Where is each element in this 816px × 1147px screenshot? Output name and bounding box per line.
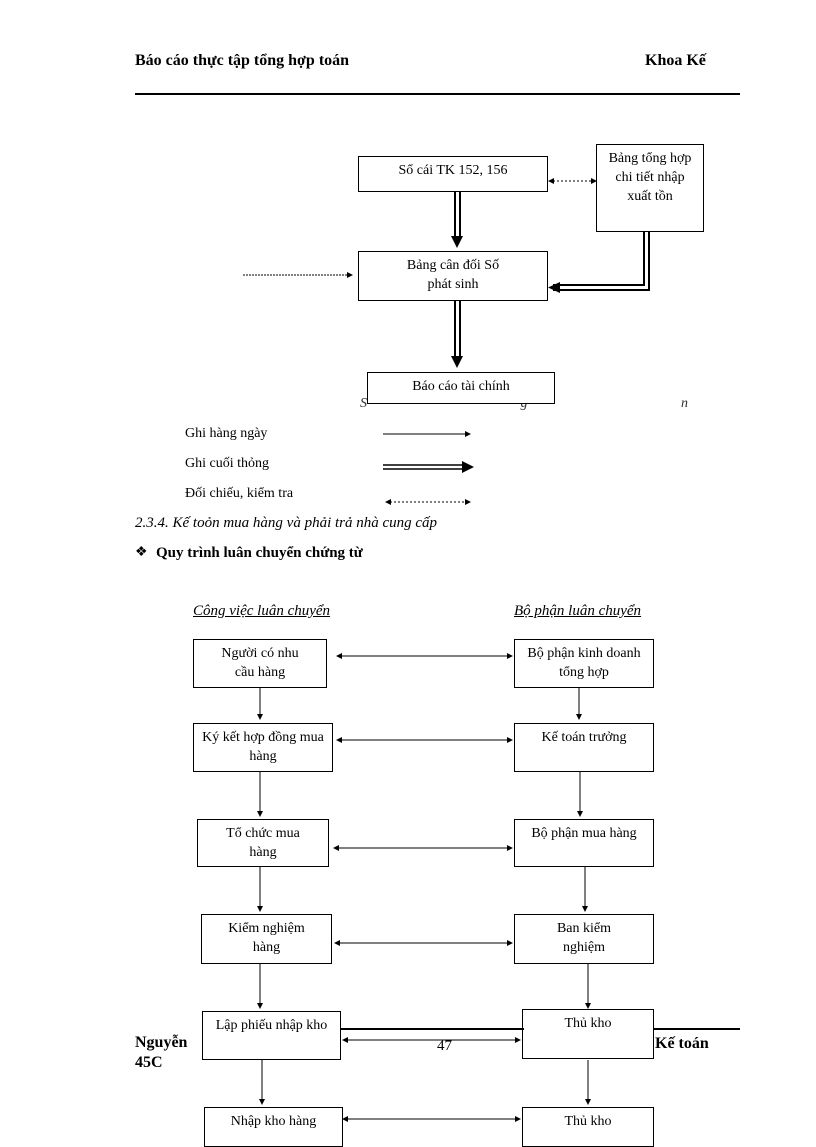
flow-left-label: Người có nhu cầu hàng (221, 646, 299, 680)
footer-right: Kế toán (655, 1035, 709, 1052)
flow-right-box: Kế toán trưởng (514, 723, 654, 772)
flow-left-label: Tổ chức mua hàng (226, 826, 300, 860)
flow-right-label: Thủ kho (564, 1016, 612, 1031)
diagram-connectors (243, 178, 650, 1122)
flow-left-box: Người có nhu cầu hàng (193, 639, 327, 688)
flow-right-label: Bộ phận mua hàng (531, 826, 637, 841)
flow-left-box: Ký kết hợp đồng mua hàng (193, 723, 333, 772)
flow-left-box: Tổ chức mua hàng (197, 819, 329, 867)
legend-daily: Ghi hàng ngày (185, 426, 268, 441)
header-right: Khoa Kế (645, 52, 706, 69)
ledger-label: Sổ cái TK 152, 156 (398, 163, 508, 178)
section-heading: 2.3.4. Kế toỏn mua hàng và phải trả nhà … (135, 515, 438, 531)
flow-right-label: Bộ phận kinh doanh tổng hợp (527, 646, 641, 680)
flow-right-box: Bộ phận kinh doanh tổng hợp (514, 639, 654, 688)
balance-box: Bảng cân đối Số phát sinh (358, 251, 548, 301)
subheading: Quy trình luân chuyển chứng từ (156, 545, 363, 561)
flow-right-label: Ban kiểm nghiệm (556, 921, 612, 955)
summary-box: Bảng tổng hợp chi tiết nhập xuất tồn (596, 144, 704, 232)
footer-rule (654, 1028, 740, 1030)
balance-label: Bảng cân đối Số phát sinh (406, 258, 500, 292)
flow-left-label: Nhập kho hàng (230, 1114, 317, 1129)
header-left: Báo cáo thực tập tổng hợp toán (135, 52, 350, 69)
flow-left-box: Lập phiếu nhập kho (202, 1011, 341, 1060)
footer-left: Nguyễn 45C (135, 1033, 197, 1073)
page-number: 47 (437, 1038, 452, 1054)
report-label: Báo cáo tài chính (412, 379, 510, 394)
ledger-box: Sổ cái TK 152, 156 (358, 156, 548, 192)
flow-left-label: Lập phiếu nhập kho (215, 1018, 328, 1033)
flow-right-box: Ban kiểm nghiệm (514, 914, 654, 964)
flow-left-box: Kiểm nghiệm hàng (201, 914, 332, 964)
bullet-icon: ❖ (135, 545, 148, 560)
flow-left-label: Ký kết hợp đồng mua hàng (202, 730, 324, 764)
right-column-title: Bộ phận luân chuyển (514, 603, 642, 619)
flow-left-label: Kiểm nghiệm hàng (228, 921, 305, 955)
legend-reconcile: Đối chiếu, kiểm tra (185, 486, 294, 501)
flow-right-box: Thủ kho (522, 1107, 654, 1147)
header-rule (135, 93, 740, 95)
footer-rule (340, 1028, 524, 1030)
left-column-title: Công việc luân chuyển (193, 603, 331, 619)
flow-right-label: Kế toán trưởng (541, 730, 627, 745)
flow-right-box: Bộ phận mua hàng (514, 819, 654, 867)
summary-label: Bảng tổng hợp chi tiết nhập xuất tồn (608, 151, 692, 204)
report-box: Báo cáo tài chính (367, 372, 555, 404)
flow-right-box: Thủ kho (522, 1009, 654, 1059)
flow-left-box: Nhập kho hàng (204, 1107, 343, 1147)
flow-right-label: Thủ kho (564, 1114, 612, 1129)
legend-period-end: Ghi cuối thỏng (185, 456, 269, 471)
